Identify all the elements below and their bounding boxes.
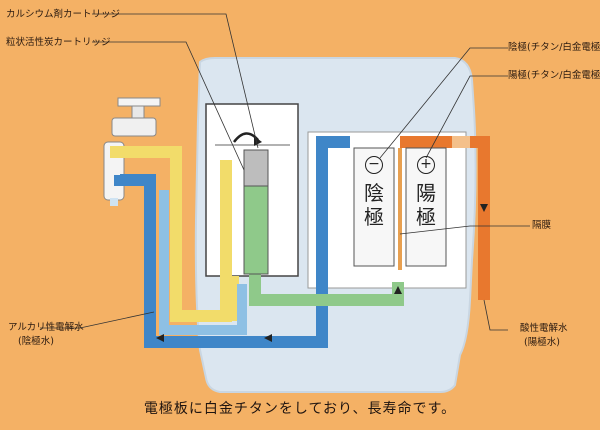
acidic-water-sub-label: (陽極水) <box>524 337 560 348</box>
yellow-pipe-branch <box>226 276 239 321</box>
flow-arrow <box>394 286 402 294</box>
blue-pipe <box>114 136 350 348</box>
carbon-cartridge <box>243 185 269 275</box>
light-blue-pipe <box>159 190 247 335</box>
anode-plate-label: 陽極(チタン/白金電極板) <box>508 70 600 81</box>
cathode-plate-label: 陰極(チタン/白金電極板) <box>508 42 600 53</box>
flow-arrow <box>156 334 164 342</box>
cathode-char-2: 極 <box>364 205 384 229</box>
anode-char-2: 極 <box>416 205 436 229</box>
flow-arrow <box>480 204 488 212</box>
acidic-water-label: 酸性電解水 <box>520 323 568 334</box>
alkaline-water-label: アルカリ性電解水 <box>8 322 84 333</box>
membrane-label: 隔膜 <box>532 220 552 231</box>
anode-symbol: + <box>417 156 435 174</box>
anode-char-1: 陽 <box>416 181 436 205</box>
carbon-cartridge-label: 粒状活性炭カートリッジ <box>6 37 111 48</box>
alkaline-water-sub-label: (陰極水) <box>18 336 54 347</box>
cathode-char-1: 陰 <box>364 181 384 205</box>
calcium-cartridge-label: カルシウム剤カートリッジ <box>6 9 121 20</box>
calcium-cartridge <box>243 149 269 187</box>
caption-text: 電極板に白金チタンをしており、長寿命です。 <box>143 401 457 417</box>
flow-arrow <box>264 334 272 342</box>
cathode-symbol: − <box>365 156 383 174</box>
leader-lines <box>40 13 530 331</box>
yellow-pipe <box>110 146 232 322</box>
